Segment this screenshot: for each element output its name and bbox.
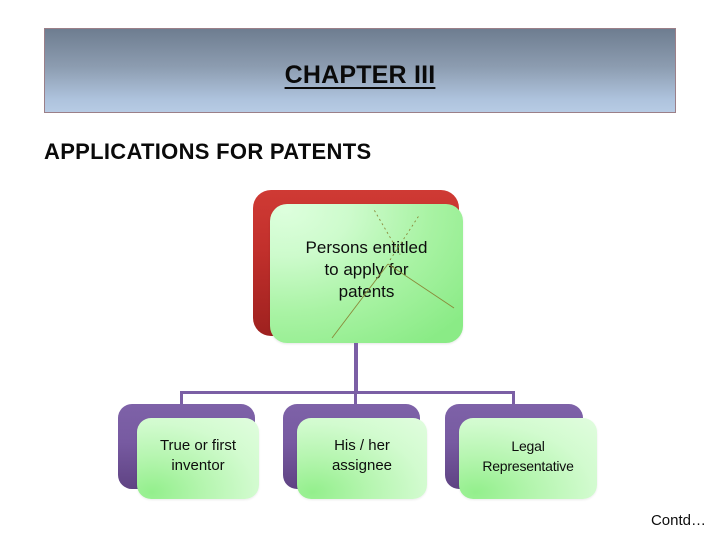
- child-node-2[interactable]: His / her assignee: [297, 418, 427, 499]
- connector-horizontal: [180, 391, 515, 394]
- child-node-2-label: His / her assignee: [331, 437, 393, 474]
- child-node-3-label: Legal Representative: [482, 438, 574, 474]
- continued-note: Contd…: [650, 512, 706, 529]
- root-node[interactable]: Persons entitled to apply for patents: [270, 204, 463, 343]
- child-node-3[interactable]: Legal Representative: [459, 418, 597, 499]
- section-heading: APPLICATIONS FOR PATENTS: [44, 139, 372, 164]
- root-node-label: Persons entitled to apply for patents: [305, 238, 428, 301]
- connector-drop-2: [354, 391, 357, 405]
- header-banner: CHAPTER III: [44, 28, 676, 113]
- child-node-1-label: True or first inventor: [159, 437, 237, 474]
- page-title: CHAPTER III: [284, 61, 436, 89]
- child-node-1[interactable]: True or first inventor: [137, 418, 259, 499]
- connector-drop-1: [180, 391, 183, 405]
- connector-root-vertical: [354, 343, 358, 393]
- connector-drop-3: [512, 391, 515, 405]
